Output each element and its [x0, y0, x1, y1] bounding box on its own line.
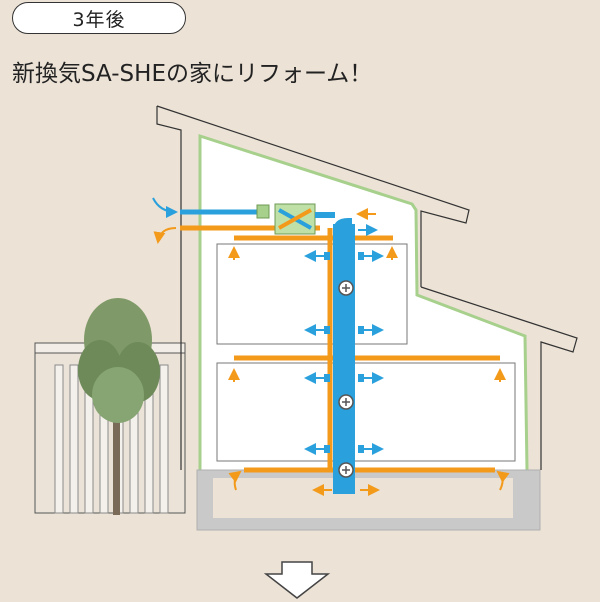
return-air-arrows: [153, 208, 510, 496]
fan-icon: [338, 280, 354, 478]
down-arrow-icon: [263, 561, 331, 599]
insulation-line: [198, 133, 529, 471]
supply-outlet-marks: [324, 252, 364, 453]
heat-exchanger-icon: [256, 203, 335, 235]
year-badge: 3年後: [12, 2, 186, 34]
page-title: 新換気SA-SHEの家にリフォーム！: [12, 61, 373, 87]
foundation: [196, 469, 541, 531]
tree-icon: [78, 298, 160, 515]
house-outline: [156, 105, 578, 470]
